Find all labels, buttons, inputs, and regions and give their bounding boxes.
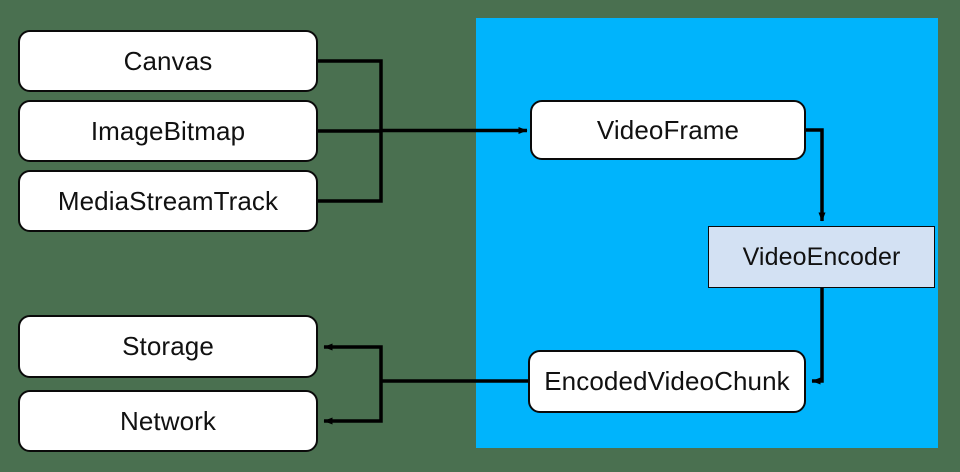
node-videoencoder[interactable]: VideoEncoder [708,226,935,288]
edge-sources-to-videoframe [318,59,383,203]
node-canvas[interactable]: Canvas [18,30,318,92]
node-network[interactable]: Network [18,390,318,452]
node-mediastreamtrack[interactable]: MediaStreamTrack [18,170,318,232]
node-imagebitmap[interactable]: ImageBitmap [18,100,318,162]
edge-encodedchunk-to-network [323,381,383,425]
node-storage[interactable]: Storage [18,315,318,378]
edge-encodedchunk-to-storage [323,343,383,381]
node-videoframe[interactable]: VideoFrame [530,100,806,160]
node-encodedvideochunk[interactable]: EncodedVideoChunk [528,350,806,413]
